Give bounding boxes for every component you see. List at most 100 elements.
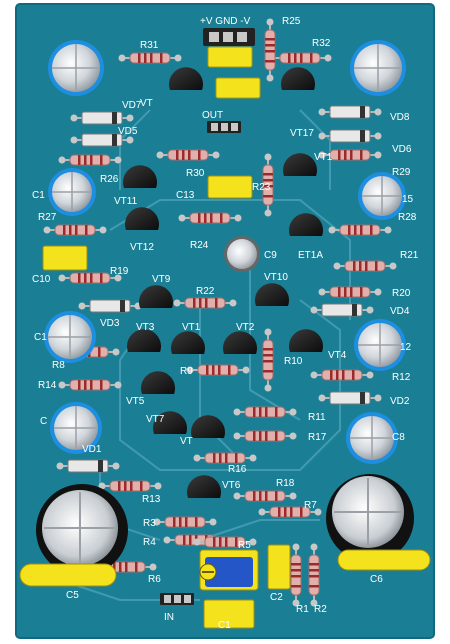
component-label: C8 bbox=[392, 432, 405, 443]
out-connector-label: OUT bbox=[202, 110, 223, 121]
component-label: C13 bbox=[176, 190, 195, 201]
component-label: R28 bbox=[398, 212, 417, 223]
resistor bbox=[264, 18, 276, 82]
resistor bbox=[43, 224, 107, 236]
component-label: VT bbox=[180, 436, 193, 447]
resistor bbox=[186, 364, 250, 376]
component-label: R11 bbox=[308, 412, 326, 423]
transistor bbox=[170, 331, 205, 354]
component-label: VD3 bbox=[100, 318, 120, 329]
component-label: C1 bbox=[218, 620, 231, 631]
component-label: R29 bbox=[392, 167, 411, 178]
component-label: R17 bbox=[308, 432, 327, 443]
resistor bbox=[173, 297, 237, 309]
diode bbox=[78, 299, 142, 313]
electrolytic-capacitor bbox=[48, 40, 104, 96]
resistor bbox=[318, 149, 382, 161]
component-label: C bbox=[40, 416, 47, 427]
film-capacitor bbox=[203, 599, 255, 629]
component-label: R26 bbox=[100, 174, 119, 185]
diode bbox=[70, 111, 134, 125]
resistor bbox=[156, 149, 220, 161]
capacitor-c5 bbox=[19, 484, 128, 587]
component-label: ET1A bbox=[298, 250, 323, 261]
resistor bbox=[233, 490, 297, 502]
component-label: R4 bbox=[143, 537, 156, 548]
out-connector[interactable]: OUT bbox=[202, 110, 241, 133]
component-label: VT9 bbox=[152, 274, 171, 285]
diode bbox=[56, 459, 120, 473]
film-capacitor bbox=[215, 77, 261, 99]
component-label: R18 bbox=[276, 478, 295, 489]
electrolytic-capacitor bbox=[44, 311, 96, 363]
resistor bbox=[328, 224, 392, 236]
transistor bbox=[283, 153, 317, 176]
resistor bbox=[233, 430, 297, 442]
film-capacitor bbox=[267, 544, 291, 590]
transistor bbox=[186, 475, 221, 498]
in-connector[interactable]: IN bbox=[160, 593, 194, 623]
component-label: R32 bbox=[312, 38, 331, 49]
diode bbox=[318, 391, 382, 405]
transistor bbox=[255, 283, 289, 306]
component-label: C10 bbox=[32, 274, 51, 285]
film-capacitor bbox=[42, 245, 88, 271]
capacitor-c6 bbox=[326, 474, 431, 571]
component-label: VD8 bbox=[390, 112, 410, 123]
transistor bbox=[153, 411, 187, 434]
component-label: R27 bbox=[38, 212, 57, 223]
transistor bbox=[141, 371, 175, 394]
component-label: VT bbox=[140, 98, 153, 109]
diode bbox=[318, 129, 382, 143]
component-label: 15 bbox=[402, 194, 414, 205]
component-label: VD6 bbox=[392, 144, 412, 155]
component-label: 12 bbox=[400, 342, 412, 353]
component-label: C5 bbox=[66, 590, 79, 601]
electrolytic-capacitor bbox=[224, 236, 260, 272]
transistor bbox=[281, 67, 315, 90]
in-connector-label: IN bbox=[164, 612, 174, 623]
power-connector-label: +V GND -V bbox=[200, 16, 251, 27]
component-label: R30 bbox=[186, 168, 205, 179]
component-label: R24 bbox=[190, 240, 209, 251]
capacitor-layer bbox=[44, 40, 406, 464]
film-capacitor bbox=[207, 175, 253, 199]
component-label: VD7 bbox=[122, 100, 142, 111]
resistor bbox=[153, 516, 217, 528]
component-label: R5 bbox=[238, 540, 251, 551]
resistor bbox=[262, 328, 274, 392]
component-label: VT7 bbox=[146, 414, 165, 425]
component-label: C1 bbox=[32, 190, 45, 201]
component-label: VD5 bbox=[118, 126, 138, 137]
resistor bbox=[98, 480, 162, 492]
component-label: R31 bbox=[140, 40, 159, 51]
resistor bbox=[318, 286, 382, 298]
resistor bbox=[333, 260, 397, 272]
component-label: VD2 bbox=[390, 396, 410, 407]
component-label: R6 bbox=[148, 574, 161, 585]
component-label: R22 bbox=[196, 286, 215, 297]
component-label: VT1 bbox=[182, 322, 201, 333]
transistor bbox=[223, 331, 257, 354]
component-label: VT1 bbox=[314, 152, 333, 163]
component-label: R3 bbox=[143, 518, 156, 529]
component-label: VT6 bbox=[222, 480, 241, 491]
resistor bbox=[308, 543, 320, 607]
electrolytic-capacitor bbox=[50, 402, 102, 454]
electrolytic-capacitor bbox=[346, 412, 398, 464]
resistor bbox=[193, 536, 257, 548]
trimmer-potentiometer[interactable] bbox=[199, 549, 259, 591]
component-label: C6 bbox=[370, 574, 383, 585]
transistor-layer bbox=[123, 67, 323, 498]
electrolytic-capacitor bbox=[350, 40, 406, 96]
transistor bbox=[289, 213, 323, 236]
component-label: R19 bbox=[110, 266, 129, 277]
component-label: R8 bbox=[52, 360, 65, 371]
component-label: C9 bbox=[264, 250, 277, 261]
component-label: R23 bbox=[252, 182, 271, 193]
resistor bbox=[310, 369, 374, 381]
resistor bbox=[258, 506, 322, 518]
power-connector[interactable]: +V GND -V bbox=[200, 16, 255, 46]
resistor bbox=[58, 272, 122, 284]
